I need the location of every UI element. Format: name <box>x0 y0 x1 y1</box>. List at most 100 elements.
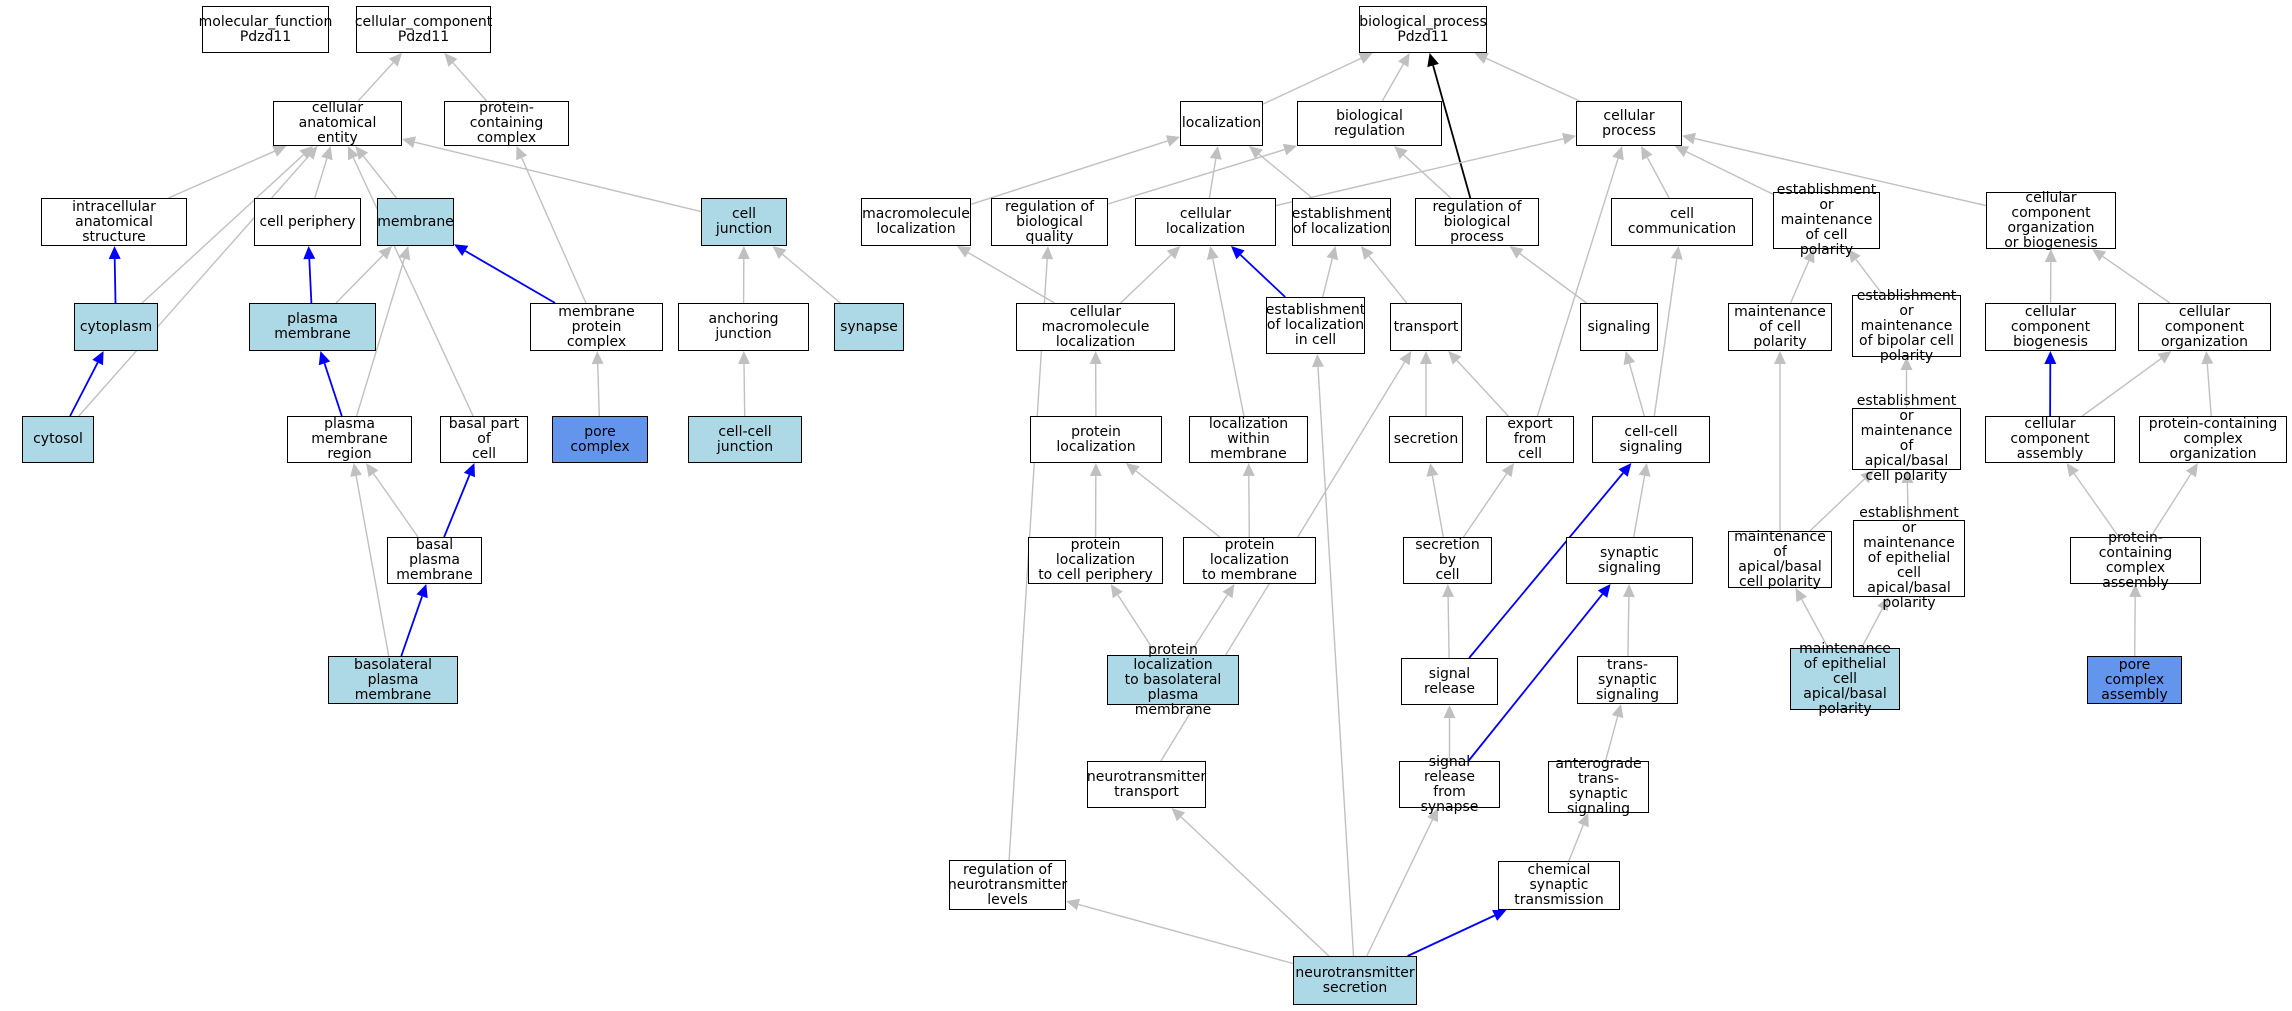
edge-ns-to-cst <box>1407 914 1495 957</box>
go-term-cco: cellular component organization <box>2138 303 2271 351</box>
arrowhead-cytosol-to-cyto <box>92 351 104 366</box>
arrowhead-pcca-to-cca <box>2066 463 2079 478</box>
arrowhead-secr-to-trans <box>1420 351 1432 364</box>
arrowhead-blpm-to-bpm <box>416 584 428 599</box>
arrowhead-cst-to-atss <box>1577 813 1589 828</box>
edge-plm-to-locwm <box>1248 475 1251 538</box>
go-term-nt: neurotransmitter transport <box>1087 761 1206 808</box>
edge-cj-to-cae <box>414 141 702 213</box>
go-term-bp: biological_process Pdzd11 <box>1359 6 1487 53</box>
arrowhead-emcp-to-cproc <box>1674 146 1690 158</box>
edge-cae-to-cc <box>357 62 394 102</box>
edge-efc-to-cproc <box>1536 158 1619 417</box>
arrowhead-ns-to-eloccell <box>1312 354 1324 368</box>
edge-rbp-to-bp <box>1432 65 1472 199</box>
go-term-mloc: macromolecule localization <box>861 198 971 246</box>
edge-cproc-to-bp <box>1486 57 1580 102</box>
go-term-bpm: basal plasma membrane <box>387 537 482 584</box>
edge-syn-to-cj <box>782 253 841 304</box>
arrowhead-cmloc-to-mloc <box>957 246 972 258</box>
edge-cca-to-cco <box>2081 358 2162 417</box>
arrowhead-sbc-to-efc <box>1501 463 1514 478</box>
go-term-pcc: protein-containing complex <box>444 101 569 146</box>
arrowhead-ccsig-to-ccom <box>1670 246 1683 260</box>
go-term-locwm: localization within membrane <box>1189 416 1308 463</box>
arrowhead-ccob-to-cproc <box>1682 132 1696 145</box>
arrowhead-mloc-to-loc <box>1165 135 1180 147</box>
go-term-mcp: maintenance of cell polarity <box>1728 303 1832 351</box>
edge-eloc-to-loc <box>1258 153 1313 199</box>
go-term-eloc: establishment of localization <box>1292 198 1391 246</box>
arrowhead-ns-to-cst <box>1492 910 1507 921</box>
go-term-emcp: establishment or maintenance of cell pol… <box>1773 183 1880 258</box>
edge-ccob-to-cproc <box>1694 137 1987 207</box>
arrowhead-pcca-to-pcco <box>2185 463 2198 478</box>
arrowhead-blpm-to-pmr <box>350 463 362 477</box>
edge-cmloc-to-mloc <box>967 251 1055 304</box>
go-term-emecp: establishment or maintenance of epitheli… <box>1853 506 1965 611</box>
arrowhead-sr-to-ccsig <box>1618 463 1632 477</box>
go-term-ccom: cell communication <box>1611 198 1753 246</box>
arrowhead-trans-to-eloc <box>1360 246 1374 260</box>
arrowhead-rbp-to-bp <box>1427 53 1439 68</box>
go-term-plcp: protein localization to cell periphery <box>1028 537 1163 584</box>
edge-cyto-to-ias <box>113 258 117 304</box>
edge-srs-to-synsig <box>1467 593 1604 762</box>
edge-cst-to-atss <box>1568 824 1584 862</box>
edge-ias-to-cae <box>168 150 275 199</box>
arrowhead-ccj-to-aj <box>738 351 750 365</box>
go-term-cper: cell periphery <box>254 198 361 246</box>
edge-mem-to-cae <box>362 155 398 199</box>
edge-sbc-to-secr <box>1431 475 1444 538</box>
arrowhead-rntl-to-rbq <box>1041 246 1054 260</box>
go-term-sig: signaling <box>1580 303 1658 351</box>
edge-ns-to-nt <box>1180 816 1330 957</box>
edge-pcca-to-pcco <box>2150 473 2192 538</box>
go-term-ccsig: cell-cell signaling <box>1592 416 1710 463</box>
arrowhead-mpc-to-mem <box>454 244 469 256</box>
edge-bpm-to-pmr <box>372 473 419 538</box>
edge-pmr-to-mem <box>355 258 406 417</box>
arrowhead-eloccell-to-eloc <box>1326 246 1339 261</box>
arrowhead-ploc-to-cmloc <box>1089 351 1102 364</box>
arrowhead-rbp-to-breg <box>1394 146 1408 160</box>
edge-pca-to-pcca <box>2133 596 2136 657</box>
edge-ns-to-eloccell <box>1317 366 1355 957</box>
edge-mloc-to-loc <box>970 140 1168 205</box>
go-term-aj: anchoring junction <box>678 303 809 351</box>
arrowhead-bpm-to-pmr <box>366 463 379 478</box>
edge-eloccell-to-cloc <box>1239 254 1286 298</box>
arrowhead-cloc-to-cproc <box>1562 132 1576 145</box>
edge-pm-to-mem <box>335 254 384 304</box>
arrowhead-sig-to-rbp <box>1509 246 1524 259</box>
arrowhead-bpm-to-bpc <box>463 463 475 478</box>
arrowhead-plbm-to-plcp <box>1110 584 1123 599</box>
arrowhead-aj-to-cj <box>737 246 750 259</box>
go-term-mf: molecular_function Pdzd11 <box>199 6 332 53</box>
arrowhead-pmr-to-pm <box>318 351 331 366</box>
arrowhead-cyto-to-ias <box>108 246 121 260</box>
go-term-breg: biological regulation <box>1297 101 1442 146</box>
arrowhead-cca-to-cco <box>2157 351 2172 364</box>
arrowhead-plm-to-locwm <box>1242 463 1255 476</box>
edge-pcco-to-cco <box>2206 363 2212 417</box>
edge-plbm-to-plm <box>1188 594 1228 656</box>
go-term-loc: localization <box>1180 101 1263 146</box>
arrowhead-ccom-to-cproc <box>1641 146 1653 161</box>
go-term-ns: neurotransmitter secretion <box>1293 956 1417 1005</box>
arrowhead-cco-to-ccob <box>2092 249 2107 262</box>
arrowhead-pcc-to-cc <box>444 53 458 67</box>
arrowhead-pore-to-mpc <box>591 351 604 365</box>
arrowhead-srs-to-synsig <box>1597 584 1611 598</box>
edge-mabcp-to-emabcp <box>1809 478 1865 532</box>
arrowhead-synsig-to-ccsig <box>1638 463 1651 477</box>
arrowhead-plbm-to-plm <box>1222 584 1235 599</box>
arrowhead-mecp-to-emecp <box>1877 597 1889 612</box>
edge-blpm-to-pmr <box>355 475 390 657</box>
arrowhead-nt-to-trans <box>1399 351 1412 366</box>
edge-bpc-to-cae <box>352 157 474 417</box>
go-term-syn: synapse <box>834 303 904 351</box>
edge-blpm-to-bpm <box>400 596 423 657</box>
edge-synsig-to-ccsig <box>1633 475 1646 538</box>
